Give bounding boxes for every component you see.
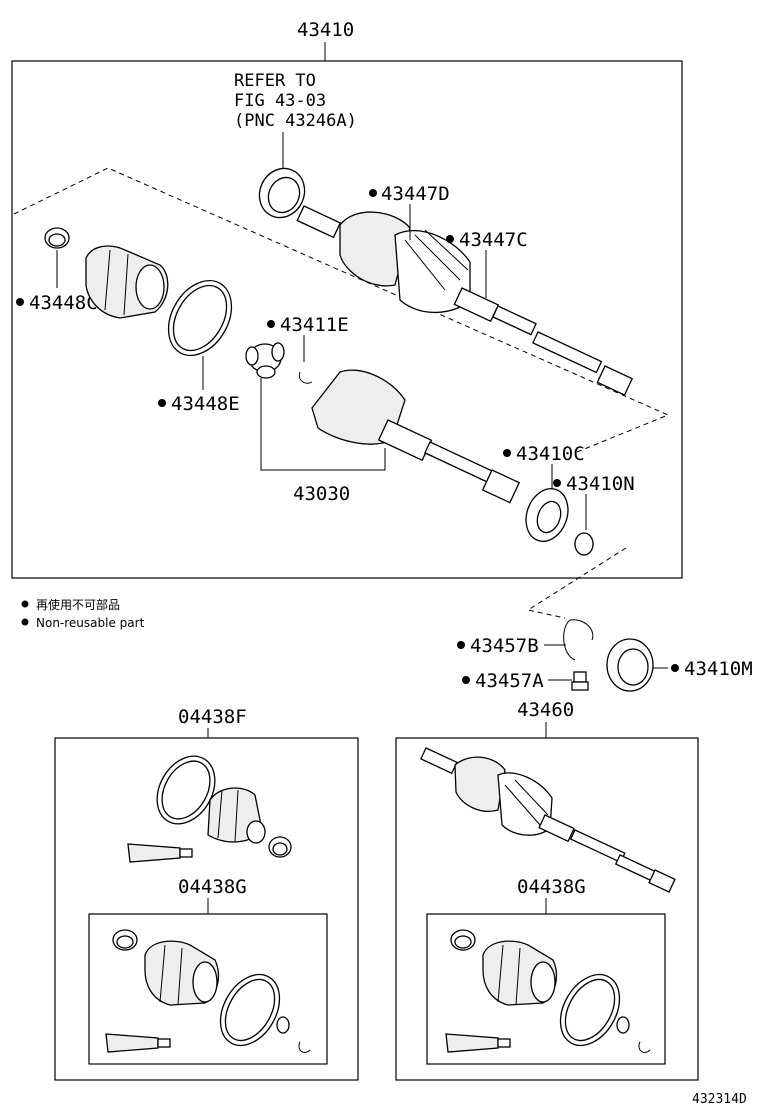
refer-line-2: FIG 43-03 — [234, 91, 326, 111]
kit-left-parts-icon — [127, 755, 292, 863]
dashed-link — [526, 547, 627, 619]
label-43448C[interactable]: 43448C — [29, 292, 98, 314]
boot-icon — [85, 245, 169, 319]
bolt-43457A-icon — [571, 671, 589, 691]
band-43448E-icon — [167, 279, 233, 357]
label-43448E[interactable]: 43448E — [171, 393, 240, 415]
legend-jp: 再使用不可部品 — [36, 597, 120, 612]
refer-line-3[interactable]: (PNC 43246A) — [234, 111, 357, 131]
seal-43410M-icon — [606, 638, 654, 692]
replacement-shaft-icon — [420, 747, 676, 893]
label-43410N[interactable]: 43410N — [566, 473, 635, 495]
label-04438F[interactable]: 04438F — [178, 706, 247, 728]
outer-joint-shaft-icon — [296, 205, 634, 396]
snap-ring-icon — [298, 371, 313, 384]
main-assembly-box — [11, 60, 683, 579]
diagram-id: 432314D — [692, 1092, 747, 1107]
snap-ring-43410N-icon — [574, 532, 594, 556]
kit-right-inner-box — [426, 913, 666, 1065]
label-43410M[interactable]: 43410M — [684, 658, 753, 680]
dust-seal-ring-icon — [258, 167, 306, 219]
kit-left-box — [54, 737, 359, 1081]
bearing-icon — [525, 488, 569, 542]
tripod-joint-icon — [245, 342, 285, 379]
inner-joint-housing-icon — [311, 369, 521, 504]
dashed-outline — [13, 167, 670, 453]
label-43457A[interactable]: 43457A — [475, 670, 544, 692]
clamp-43448C-icon — [44, 227, 70, 249]
legend-en: Non-reusable part — [36, 616, 145, 630]
kit-left-inner-box — [88, 913, 328, 1065]
label-04438G-right[interactable]: 04438G — [517, 876, 586, 898]
refer-line-1: REFER TO — [234, 71, 316, 91]
label-43447D[interactable]: 43447D — [381, 183, 450, 205]
kit-right-box — [395, 737, 699, 1081]
label-43410[interactable]: 43410 — [297, 19, 354, 41]
label-04438G-left[interactable]: 04438G — [178, 876, 247, 898]
kit-left-inner-parts-icon — [105, 929, 311, 1053]
label-43457B[interactable]: 43457B — [470, 635, 539, 657]
label-43447C[interactable]: 43447C — [459, 229, 528, 251]
clip-43457B-icon — [563, 619, 594, 661]
label-43411E[interactable]: 43411E — [280, 314, 349, 336]
label-43410C[interactable]: 43410C — [516, 443, 585, 465]
label-43030[interactable]: 43030 — [293, 483, 350, 505]
label-43460[interactable]: 43460 — [517, 699, 574, 721]
kit-right-inner-parts-icon — [445, 929, 651, 1053]
